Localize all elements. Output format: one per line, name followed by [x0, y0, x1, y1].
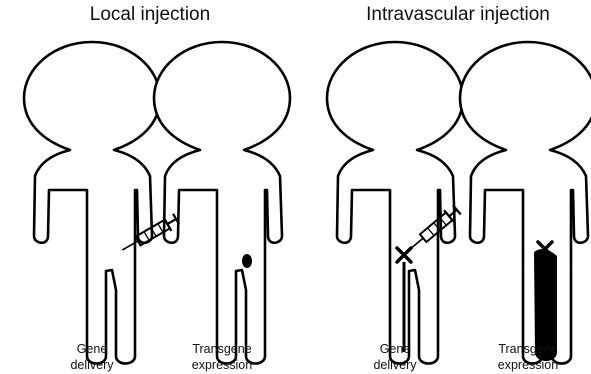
human-figure-icon	[460, 42, 591, 364]
expression-spot-icon	[242, 254, 252, 268]
caption-line: Transgene	[473, 341, 583, 357]
caption-intravascular-gene-delivery: Gene delivery	[340, 341, 450, 373]
caption-line: expression	[167, 357, 277, 373]
caption-line: expression	[473, 357, 583, 373]
caption-intravascular-transgene-expression: Transgene expression	[473, 341, 583, 373]
caption-line: delivery	[37, 357, 147, 373]
caption-line: Transgene	[167, 341, 277, 357]
human-figure-icon	[24, 42, 160, 364]
caption-local-gene-delivery: Gene delivery	[37, 341, 147, 373]
human-figure-icon	[327, 42, 463, 364]
caption-line: Gene	[37, 341, 147, 357]
caption-local-transgene-expression: Transgene expression	[167, 341, 277, 373]
caption-line: Gene	[340, 341, 450, 357]
caption-line: delivery	[340, 357, 450, 373]
human-figure-icon	[154, 42, 290, 364]
